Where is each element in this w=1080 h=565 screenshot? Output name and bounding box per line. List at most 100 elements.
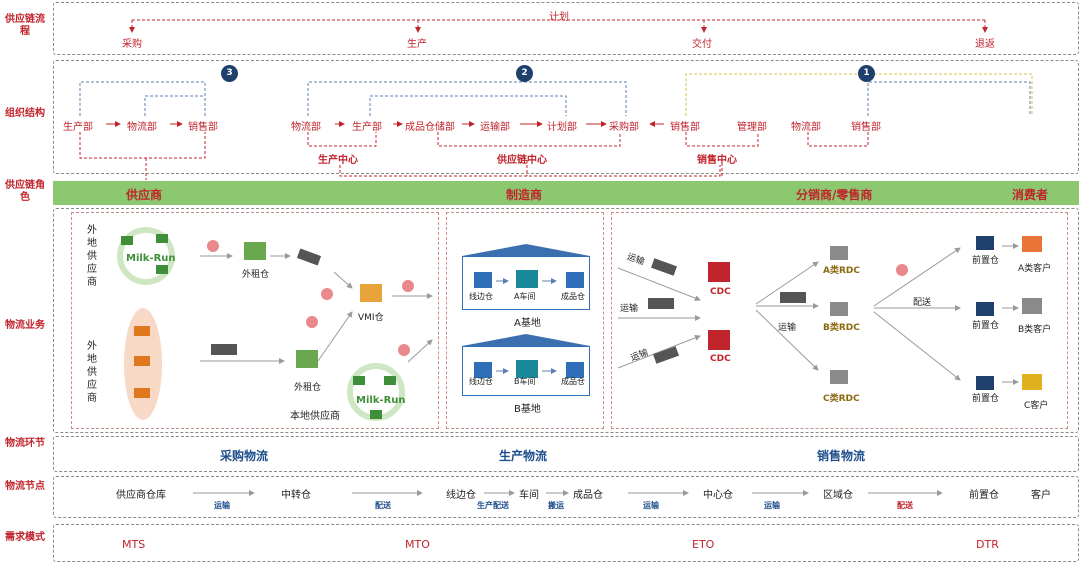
milk-run-label-2: Milk-Run xyxy=(356,395,406,406)
customer-c: C客户 xyxy=(1024,401,1049,411)
node-regional-wh: 区域仓 xyxy=(823,490,853,501)
node-arrow-label: 生产配送 xyxy=(477,501,509,510)
cdc-1: CDC xyxy=(710,287,731,297)
dept-sales: 销售部 xyxy=(670,122,700,133)
transport-label-2: 运输 xyxy=(620,304,639,314)
node-arrow-label: 配送 xyxy=(375,501,391,510)
row-label-org: 组织结构 xyxy=(5,108,45,119)
outer-warehouse-2: 外租仓 xyxy=(294,383,322,393)
transport-label-4: 运输 xyxy=(778,323,797,333)
node-workshop: 车间 xyxy=(519,490,539,501)
center-production: 生产中心 xyxy=(318,155,358,166)
base-b-line-wh: 线边仓 xyxy=(469,377,493,386)
badge-2: 2 xyxy=(516,65,533,82)
row-label-node: 物流节点 xyxy=(5,481,45,492)
node-customer: 客户 xyxy=(1031,490,1051,501)
flow-panel xyxy=(53,2,1079,55)
demand-eto: ETO xyxy=(692,538,715,551)
dept-logistics: 物流部 xyxy=(791,122,821,133)
row-label-link: 物流环节 xyxy=(5,438,45,449)
base-a-name: A基地 xyxy=(514,318,541,329)
front-wh-2: 前置仓 xyxy=(972,321,1000,331)
vmi-warehouse: VMI仓 xyxy=(358,313,384,323)
demand-mts: MTS xyxy=(122,538,146,551)
node-arrow-label: 运输 xyxy=(214,501,230,510)
link-production: 生产物流 xyxy=(499,449,548,463)
node-supplier-wh: 供应商仓库 xyxy=(116,490,166,501)
demand-mto: MTO xyxy=(405,538,430,551)
dept-sales: 销售部 xyxy=(188,122,218,133)
role-distributor: 分销商/零售商 xyxy=(796,188,873,202)
node-central-wh: 中心仓 xyxy=(703,490,733,501)
dept-production: 生产部 xyxy=(63,122,93,133)
center-supply-chain: 供应链中心 xyxy=(497,155,547,166)
dept-logistics: 物流部 xyxy=(291,122,321,133)
rdc-c: C类RDC xyxy=(823,394,860,404)
flow-plan: 计划 xyxy=(549,12,569,23)
flow-deliver: 交付 xyxy=(692,39,712,50)
manufacturer-area xyxy=(446,212,604,429)
badge-1: 1 xyxy=(858,65,875,82)
node-panel xyxy=(53,476,1079,518)
flow-purchase: 采购 xyxy=(122,39,142,50)
link-procurement: 采购物流 xyxy=(220,449,269,463)
role-bar xyxy=(53,181,1079,205)
front-wh-3: 前置仓 xyxy=(972,394,1000,404)
node-arrow-label: 运输 xyxy=(643,501,659,510)
link-panel xyxy=(53,436,1079,472)
center-sales: 销售中心 xyxy=(697,155,737,166)
node-front-wh: 前置仓 xyxy=(969,490,999,501)
deliver-label: 配送 xyxy=(913,298,932,308)
dept-purchasing: 采购部 xyxy=(609,122,639,133)
front-wh-1: 前置仓 xyxy=(972,256,1000,266)
milk-run-label-1: Milk-Run xyxy=(126,253,176,264)
customer-b: B类客户 xyxy=(1018,325,1052,335)
outer-warehouse-1: 外租仓 xyxy=(242,270,270,280)
dept-logistics: 物流部 xyxy=(127,122,157,133)
customer-a: A类客户 xyxy=(1018,264,1052,274)
supplier-area xyxy=(71,212,439,429)
node-fg-wh: 成品仓 xyxy=(573,490,603,501)
local-supplier: 本地供应商 xyxy=(290,411,340,422)
dept-planning: 计划部 xyxy=(547,122,577,133)
row-label-biz: 物流业务 xyxy=(5,320,45,331)
remote-supplier-top: 外地供应商 xyxy=(87,225,97,288)
base-a-fg-wh: 成品仓 xyxy=(561,292,585,301)
role-consumer: 消费者 xyxy=(1012,188,1049,202)
rdc-b: B类RDC xyxy=(823,323,860,333)
node-arrow-label: 配送 xyxy=(897,501,913,510)
cdc-2: CDC xyxy=(710,354,731,364)
node-line-wh: 线边仓 xyxy=(446,490,476,501)
distribution-area xyxy=(611,212,1068,429)
base-b-workshop: B车间 xyxy=(514,377,536,386)
base-a-box xyxy=(462,256,590,310)
demand-panel xyxy=(53,524,1079,562)
dept-transport: 运输部 xyxy=(480,122,510,133)
node-arrow-label: 运输 xyxy=(764,501,780,510)
base-b-box xyxy=(462,346,590,396)
row-label-role: 供应链角色 xyxy=(5,180,45,203)
demand-dtr: DTR xyxy=(976,538,999,551)
base-b-name: B基地 xyxy=(514,404,541,415)
flow-produce: 生产 xyxy=(407,39,427,50)
role-supplier: 供应商 xyxy=(126,188,163,202)
role-manufacturer: 制造商 xyxy=(506,188,543,202)
row-label-demand: 需求模式 xyxy=(5,532,45,543)
base-a-workshop: A车间 xyxy=(514,292,536,301)
biz-panel xyxy=(53,208,1079,433)
dept-fg-storage: 成品仓储部 xyxy=(405,122,455,133)
node-transit-wh: 中转仓 xyxy=(281,490,311,501)
dept-production: 生产部 xyxy=(352,122,382,133)
org-panel xyxy=(53,60,1079,174)
flow-return: 退返 xyxy=(975,39,995,50)
base-a-line-wh: 线边仓 xyxy=(469,292,493,301)
node-arrow-label: 搬运 xyxy=(548,501,564,510)
rdc-a: A类RDC xyxy=(823,266,860,276)
remote-supplier-bottom: 外地供应商 xyxy=(87,341,97,404)
dept-sales: 销售部 xyxy=(851,122,881,133)
dept-management: 管理部 xyxy=(737,122,767,133)
link-sales: 销售物流 xyxy=(817,449,866,463)
row-label-flow: 供应链流程 xyxy=(5,14,45,37)
badge-3: 3 xyxy=(221,65,238,82)
